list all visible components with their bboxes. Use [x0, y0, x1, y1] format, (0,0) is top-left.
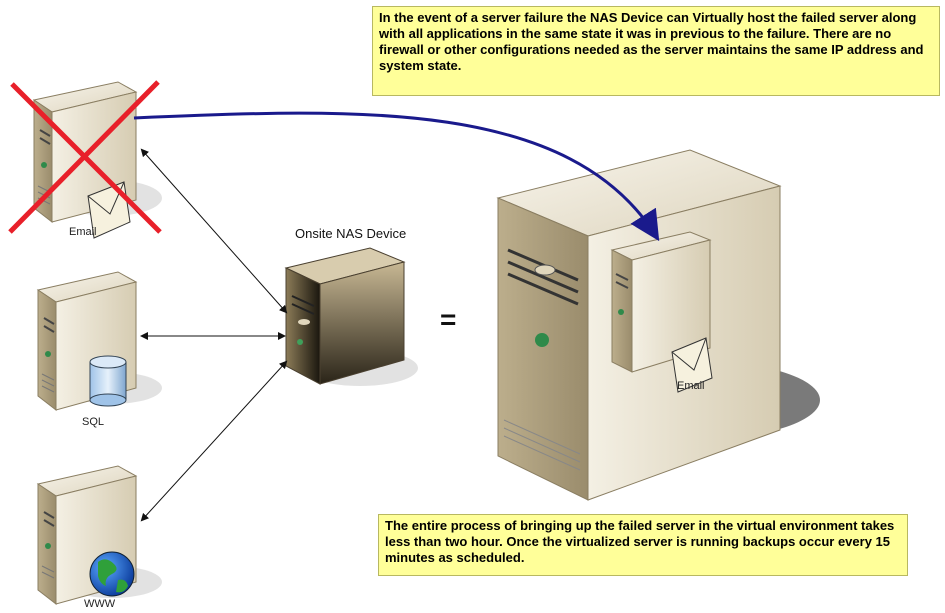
equals-sign: = — [440, 304, 457, 335]
failover-note: In the event of a server failure the NAS… — [372, 6, 940, 96]
process-note: The entire process of bringing up the fa… — [378, 514, 908, 576]
sql-server-label: SQL — [82, 416, 105, 428]
database-icon — [89, 355, 127, 407]
www-server-label: WWW — [84, 598, 116, 610]
nas-device-icon — [284, 247, 418, 386]
globe-icon — [89, 551, 135, 597]
migration-arrow — [133, 111, 660, 242]
virtual-email-label: Email — [677, 380, 705, 392]
virtual-envelope-icon — [671, 337, 713, 393]
failure-x-icon — [8, 80, 162, 234]
nas-title: Onsite NAS Device — [295, 226, 407, 241]
virtual-email-server-icon — [610, 231, 712, 373]
www-nas-connector — [140, 360, 288, 522]
email-nas-connector — [140, 148, 288, 314]
email-server-label: Email — [69, 226, 97, 238]
